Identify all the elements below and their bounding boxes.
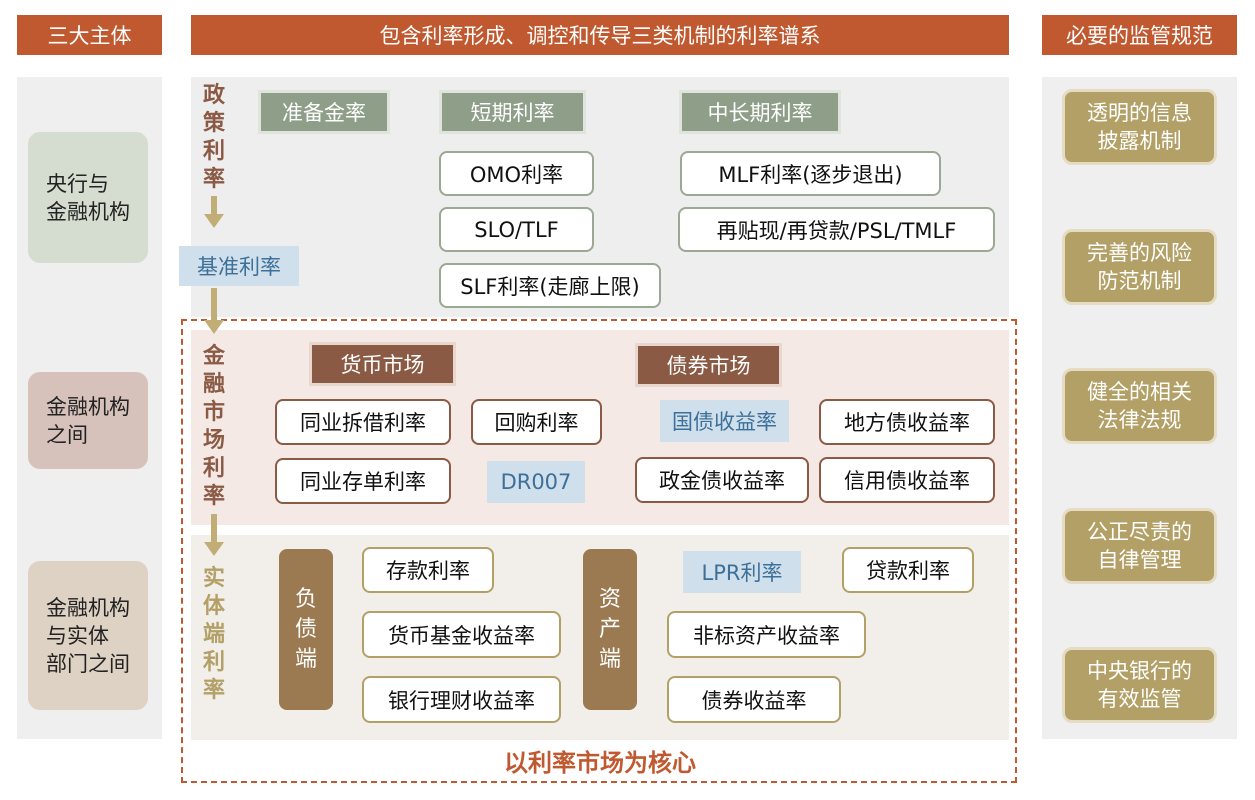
policy-category-reserve: 准备金率 [258, 90, 390, 134]
layer-label-policy-char: 率 [202, 167, 225, 192]
regulation-central-bank-supervision: 中央银行的 有效监管 [1062, 647, 1217, 723]
real-category-asset-char: 资 [598, 586, 621, 612]
subject-central-bank-institutions: 央行与 金融机构 [28, 132, 148, 263]
layer-label-real: 实 体 端 利 率 [201, 565, 227, 705]
layer-label-real-char: 实 [202, 566, 225, 591]
real-category-liability-char: 端 [294, 646, 317, 672]
layer-label-market-char: 融 [202, 372, 225, 397]
regulation-self-discipline: 公正尽责的 自律管理 [1062, 508, 1217, 584]
layer-label-market-char: 率 [202, 484, 225, 509]
layer-label-real-char: 率 [202, 678, 225, 703]
real-category-liability: 负 债 端 [279, 549, 333, 710]
layer-label-real-char: 体 [202, 594, 225, 619]
core-region [181, 319, 1017, 783]
market-item-dr007: DR007 [487, 461, 585, 503]
layer-label-real-char: 端 [202, 622, 225, 647]
arrow-stem [211, 514, 217, 544]
market-item-ncd: 同业存单利率 [275, 458, 451, 504]
layer-label-market: 金 融 市 场 利 率 [201, 343, 227, 511]
subject-between-institutions: 金融机构 之间 [28, 372, 148, 469]
real-category-asset: 资 产 端 [583, 549, 637, 710]
layer-label-market-char: 场 [202, 428, 225, 453]
policy-item-rediscount-psl: 再贴现/再贷款/PSL/TMLF [678, 207, 995, 252]
market-item-local-bond-yield: 地方债收益率 [819, 399, 995, 445]
policy-item-slf: SLF利率(走廊上限) [439, 263, 661, 308]
real-item-wealth-yield: 银行理财收益率 [362, 676, 561, 723]
market-item-repo: 回购利率 [471, 399, 602, 445]
policy-category-short-term: 短期利率 [439, 90, 586, 134]
policy-category-mid-long-term: 中长期利率 [679, 90, 841, 134]
policy-item-slo-tlf: SLO/TLF [439, 207, 594, 252]
regulation-info-disclosure: 透明的信息 披露机制 [1062, 89, 1217, 165]
layer-label-policy-char: 利 [202, 139, 225, 164]
layer-label-market-char: 利 [202, 456, 225, 481]
header-rate-system: 包含利率形成、调控和传导三类机制的利率谱系 [191, 15, 1009, 55]
market-item-treasury-yield: 国债收益率 [660, 400, 789, 442]
real-item-mmf-yield: 货币基金收益率 [362, 611, 561, 658]
layer-label-policy-char: 策 [202, 111, 225, 136]
core-label: 以利率市场为核心 [504, 749, 696, 777]
header-subjects: 三大主体 [17, 15, 162, 55]
real-item-deposit: 存款利率 [362, 547, 494, 593]
regulation-risk-prevention: 完善的风险 防范机制 [1062, 229, 1217, 305]
arrow-down-icon [204, 320, 224, 334]
real-item-loan: 贷款利率 [842, 547, 974, 593]
real-category-asset-char: 产 [598, 616, 621, 642]
layer-label-policy-char: 政 [202, 83, 225, 108]
regulation-laws: 健全的相关 法律法规 [1062, 368, 1217, 444]
real-category-asset-char: 端 [598, 646, 621, 672]
arrow-stem [211, 288, 217, 322]
market-item-interbank-lending: 同业拆借利率 [275, 399, 451, 445]
layer-label-market-char: 市 [202, 400, 225, 425]
header-regulation: 必要的监管规范 [1042, 15, 1237, 55]
benchmark-rate: 基准利率 [179, 246, 299, 286]
real-category-liability-char: 债 [294, 616, 317, 642]
real-item-non-standard: 非标资产收益率 [667, 611, 866, 658]
real-item-bond-yield: 债券收益率 [667, 676, 841, 723]
subject-institutions-real-sector: 金融机构 与实体 部门之间 [28, 561, 148, 710]
market-item-credit-bond-yield: 信用债收益率 [819, 457, 995, 503]
policy-item-omo: OMO利率 [439, 151, 594, 196]
layer-label-policy: 政 策 利 率 [201, 82, 227, 194]
policy-item-mlf: MLF利率(逐步退出) [680, 151, 941, 196]
real-category-liability-char: 负 [294, 586, 317, 612]
real-item-lpr: LPR利率 [683, 551, 801, 593]
arrow-down-icon [204, 542, 224, 556]
arrow-stem [211, 196, 217, 216]
market-item-policy-bank-yield: 政金债收益率 [635, 457, 809, 503]
layer-label-real-char: 利 [202, 650, 225, 675]
arrow-down-icon [204, 214, 224, 228]
layer-label-market-char: 金 [202, 344, 225, 369]
market-category-money: 货币市场 [309, 342, 456, 386]
market-category-bond: 债券市场 [635, 343, 782, 387]
